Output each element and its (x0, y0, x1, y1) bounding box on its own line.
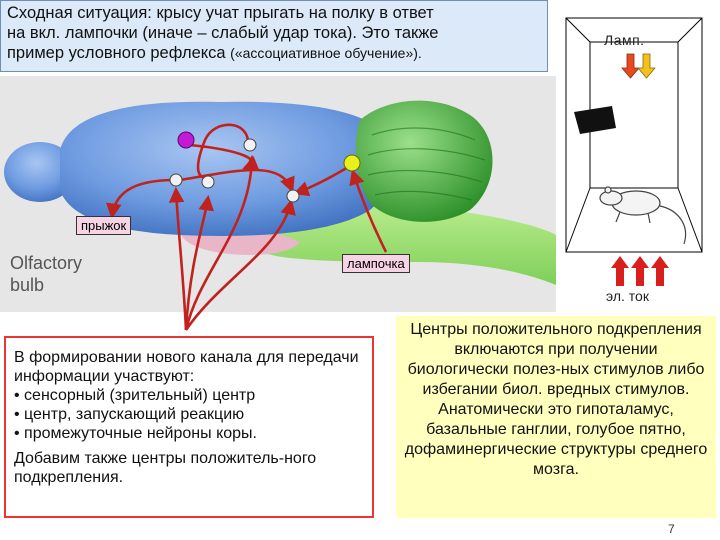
lamp-arrow-left (621, 53, 640, 79)
pathway-up-1 (168, 186, 188, 331)
relay-node-3 (201, 175, 215, 189)
rat-drawing (599, 186, 687, 245)
info-intro: В формировании нового канала для передач… (14, 349, 359, 385)
reinforcement-box: Центры положительного подкрепления включ… (396, 316, 716, 518)
relay-node-1 (243, 138, 257, 152)
shock-arrow-3 (651, 256, 669, 286)
header-line-3-small: («ассоциативное обучение»). (230, 45, 422, 61)
shock-arrow-2 (631, 256, 649, 286)
neural-pathways (106, 123, 388, 331)
shock-arrows (611, 256, 669, 286)
header-text-box: Сходная ситуация: крысу учат прыгать на … (0, 0, 548, 72)
page-number: 7 (668, 522, 675, 536)
cage-shock-label: эл. ток (606, 288, 649, 304)
header-line-3-main: пример условного рефлекса (7, 44, 231, 62)
pathway-to-jump (106, 178, 176, 220)
olfactory-bulb-label: Olfactory bulb (10, 253, 83, 295)
cage-illustration (565, 17, 703, 253)
header-line-3: пример условного рефлекса («ассоциативно… (7, 43, 541, 63)
cerebral-cortex-shape (60, 101, 391, 236)
olfactory-bulb-shape (4, 142, 76, 202)
header-line-1: Сходная ситуация: крысу учат прыгать на … (7, 4, 434, 22)
shelf (574, 106, 616, 134)
pathway-up-2 (184, 194, 215, 331)
yellow-node (343, 154, 361, 172)
pathway-loop (196, 123, 250, 180)
lamp-arrows (621, 53, 656, 79)
reinforcement-text: Центры положительного подкрепления включ… (404, 321, 708, 478)
cerebellum-folds (367, 127, 486, 201)
relay-node-2 (169, 173, 183, 187)
info-extra: Добавим также центры положитель-ного под… (14, 450, 317, 486)
header-line-2: на вкл. лампочки (иначе – слабый удар то… (7, 24, 439, 42)
shock-arrow-1 (611, 256, 629, 286)
cerebellum-shape (355, 100, 493, 222)
info-item-sensory: • сенсорный (зрительный) центр (14, 387, 256, 404)
pathway-up-4 (184, 198, 296, 331)
magenta-node (177, 131, 195, 149)
participants-info-box: В формировании нового канала для передач… (4, 336, 374, 518)
info-item-trigger: • центр, запускающий реакцию (14, 406, 245, 423)
lamp-arrow-right (637, 53, 656, 79)
relay-node-4 (286, 189, 300, 203)
lamp-label: лампочка (342, 254, 410, 273)
cage-lamp-label: Ламп. (604, 32, 645, 48)
pathway-up-3 (184, 154, 260, 331)
jump-label: прыжок (76, 216, 132, 235)
pathway-yellow-to-node (293, 164, 351, 197)
info-item-interneurons: • промежуточные нейроны коры. (14, 425, 257, 442)
info-list: • сенсорный (зрительный) центр • центр, … (14, 386, 364, 443)
pathway-lamp-to-yellow (349, 169, 388, 253)
